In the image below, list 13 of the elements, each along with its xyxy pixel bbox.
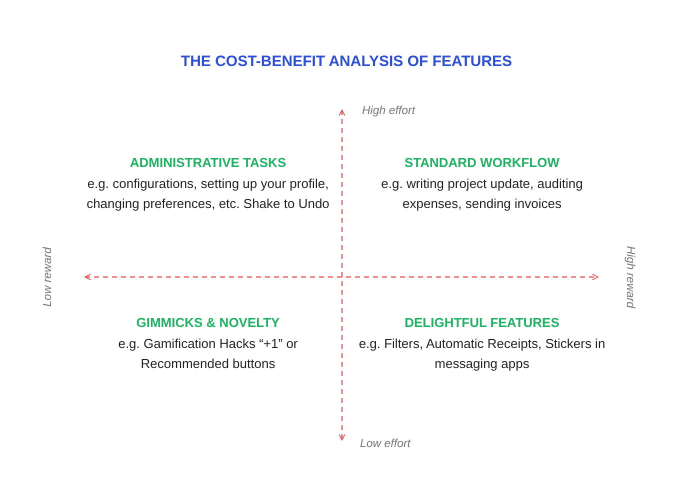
axis-label: High effort <box>362 105 416 117</box>
axis-label: Low reward <box>42 247 54 307</box>
quadrant-heading: DELIGHTFUL FEATURES <box>404 315 560 330</box>
quadrant-heading: GIMMICKS & NOVELTY <box>135 315 281 330</box>
axis-label: Low effort <box>360 438 410 450</box>
chart-title: THE COST-BENEFIT ANALYSIS OF FEATURES <box>180 53 514 70</box>
quadrant-description: e.g. Gamification Hacks “+1” or Recommended buttons <box>117 335 299 373</box>
quadrant-heading: STANDARD WORKFLOW <box>403 155 560 170</box>
quadrant-description: e.g. writing project update, auditing expenses, sending invoices <box>380 175 584 213</box>
quadrant-description: e.g. configurations, setting up your profile, changing preferences, etc. Shake to Undo <box>86 175 330 213</box>
quadrant-heading: ADMINISTRATIVE TASKS <box>128 155 288 170</box>
axis-label: High reward <box>624 246 636 308</box>
quadrant-description: e.g. Filters, Automatic Receipts, Stickers in messaging apps <box>358 335 606 373</box>
